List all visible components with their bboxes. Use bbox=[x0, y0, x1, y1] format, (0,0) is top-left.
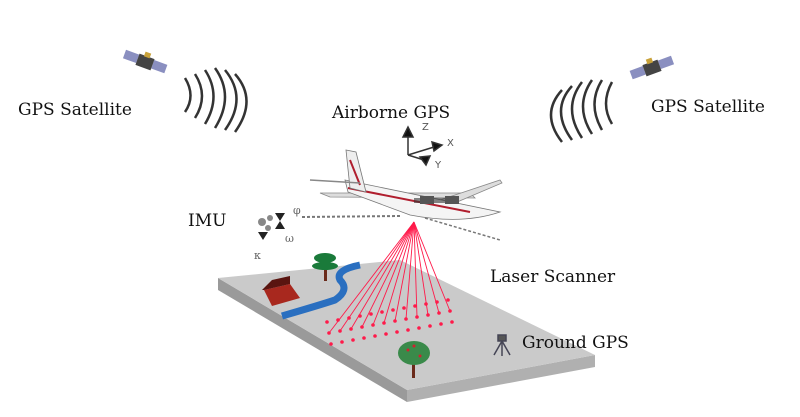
laser-point bbox=[395, 330, 399, 334]
laser-point bbox=[360, 325, 364, 329]
laser-point bbox=[382, 321, 386, 325]
laser-point bbox=[384, 332, 388, 336]
imu-link-line bbox=[301, 215, 401, 218]
signal-waves-right bbox=[549, 79, 614, 143]
axis-y-label: Y bbox=[435, 160, 442, 171]
laser-point bbox=[371, 323, 375, 327]
laser-point bbox=[446, 298, 450, 302]
pine-tree-icon bbox=[312, 253, 338, 281]
label-gps-satellite-right: GPS Satellite bbox=[651, 97, 765, 117]
laser-point bbox=[450, 320, 454, 324]
label-airborne-gps: Airborne GPS bbox=[332, 103, 451, 123]
axis-z-label: Z bbox=[422, 122, 429, 133]
laser-point bbox=[448, 309, 452, 313]
laser-beam bbox=[413, 221, 440, 314]
laser-point bbox=[349, 327, 353, 331]
laser-point bbox=[428, 324, 432, 328]
signal-waves-left bbox=[183, 67, 248, 133]
laser-point bbox=[426, 313, 430, 317]
satellite-left-icon bbox=[122, 49, 168, 74]
laser-point bbox=[404, 317, 408, 321]
imu-icon bbox=[258, 213, 285, 240]
laser-point bbox=[391, 308, 395, 312]
laser-beam bbox=[383, 221, 415, 324]
xyz-axes-icon bbox=[401, 125, 444, 167]
label-laser-scanner: Laser Scanner bbox=[490, 267, 616, 287]
laser-beam bbox=[361, 221, 415, 328]
laser-beam bbox=[413, 221, 451, 312]
laser-beams bbox=[325, 221, 454, 346]
fruit-tree-icon bbox=[398, 341, 430, 378]
label-imu: IMU bbox=[188, 211, 227, 231]
label-gps-satellite-left: GPS Satellite bbox=[18, 100, 132, 120]
laser-point bbox=[369, 312, 373, 316]
laser-point bbox=[437, 311, 441, 315]
laser-point bbox=[439, 322, 443, 326]
laser-beam bbox=[405, 221, 415, 320]
house-icon bbox=[262, 276, 300, 306]
ground-slab bbox=[218, 260, 595, 402]
laser-point bbox=[380, 310, 384, 314]
laser-point bbox=[336, 318, 340, 322]
angle-kappa-label: κ bbox=[254, 249, 261, 262]
laser-point bbox=[340, 340, 344, 344]
laser-beam bbox=[339, 221, 415, 332]
laser-point bbox=[329, 342, 333, 346]
river bbox=[281, 261, 361, 320]
laser-point bbox=[373, 334, 377, 338]
laser-beam bbox=[413, 221, 429, 316]
laser-point bbox=[338, 329, 342, 333]
laser-point bbox=[415, 315, 419, 319]
laser-beam bbox=[372, 221, 415, 326]
laser-point bbox=[417, 326, 421, 330]
laser-point bbox=[406, 328, 410, 332]
laser-point bbox=[325, 320, 329, 324]
laser-point bbox=[362, 336, 366, 340]
laser-beam bbox=[328, 221, 415, 334]
satellite-right-icon bbox=[629, 55, 675, 80]
axis-x-label: X bbox=[447, 138, 454, 149]
angle-omega-label: ω bbox=[285, 232, 294, 245]
airplane-icon bbox=[309, 149, 503, 220]
laser-point bbox=[327, 331, 331, 335]
laser-point bbox=[393, 319, 397, 323]
angle-phi-label: φ bbox=[293, 204, 301, 217]
laser-point bbox=[402, 306, 406, 310]
laser-beam bbox=[394, 221, 415, 322]
laser-point bbox=[413, 304, 417, 308]
flight-path-line bbox=[424, 217, 501, 241]
laser-beam bbox=[350, 221, 415, 330]
laser-point bbox=[351, 338, 355, 342]
label-ground-gps: Ground GPS bbox=[522, 333, 629, 353]
ground-gps-tripod-icon bbox=[493, 334, 511, 356]
laser-beam bbox=[413, 221, 418, 318]
